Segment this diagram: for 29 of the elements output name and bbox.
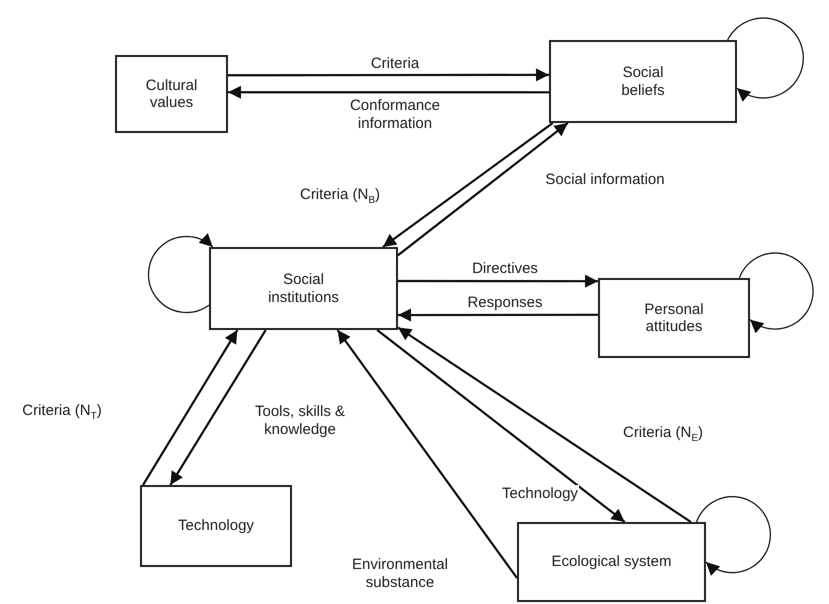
node-label: Social institutions <box>267 271 340 306</box>
node-label: Ecological system <box>551 553 672 571</box>
process-box <box>209 247 398 330</box>
arrow <box>382 122 554 248</box>
node-label: Personal attitudes <box>643 300 705 336</box>
edge-label: Responses <box>466 294 544 312</box>
arrow <box>228 86 549 99</box>
node-label: Cultural values <box>144 76 198 112</box>
arrow <box>169 329 267 486</box>
process-box <box>140 485 292 567</box>
node-label: Technology <box>178 517 254 535</box>
arrow <box>376 329 626 523</box>
self-loop-arrow <box>738 252 814 333</box>
arrow <box>142 329 238 486</box>
arrow <box>336 329 518 579</box>
node-label: Social beliefs <box>620 64 666 99</box>
self-loop-arrow <box>148 233 214 313</box>
arrow <box>397 326 692 523</box>
self-loop-arrow <box>696 496 771 576</box>
process-box <box>598 278 750 358</box>
arrow <box>398 308 598 322</box>
arrow <box>228 68 549 82</box>
process-box <box>549 40 737 123</box>
arrow <box>397 122 568 256</box>
arrow <box>398 274 598 288</box>
process-box <box>517 522 706 602</box>
self-loop-arrow <box>727 17 804 102</box>
process-box <box>115 55 228 133</box>
edge-label: Technology <box>501 485 579 503</box>
